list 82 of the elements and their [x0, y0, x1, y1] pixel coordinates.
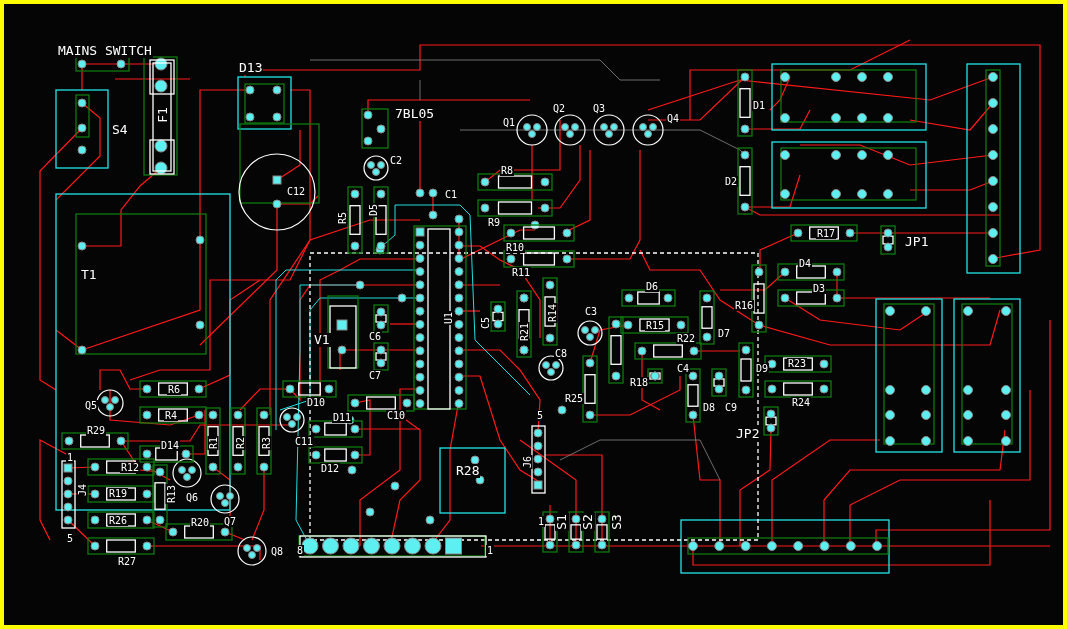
component-label: C9 [724, 402, 739, 413]
component-label: Q1 [502, 117, 517, 128]
component-label: JP2 [735, 427, 761, 441]
component-label: D7 [717, 328, 732, 339]
pin-number: 1 [537, 516, 546, 527]
component-label: D2 [724, 176, 739, 187]
component-label: JP1 [904, 235, 930, 249]
component-label: Q7 [223, 516, 238, 527]
component-label: R25 [564, 393, 585, 404]
component-label: R2 [234, 436, 246, 450]
component-label: S2 [581, 513, 595, 531]
component-label: R19 [108, 488, 129, 499]
board-label: MAINS SWITCH [57, 44, 153, 58]
component-label: D5 [367, 203, 379, 217]
component-label: R17 [816, 228, 837, 239]
component-label: R27 [117, 556, 138, 567]
component-label: D4 [798, 258, 813, 269]
component-label: Q3 [592, 103, 607, 114]
component-label: D6 [645, 281, 660, 292]
component-label: R15 [645, 320, 666, 331]
component-label: C11 [294, 436, 315, 447]
component-label: R1 [207, 436, 219, 450]
component-label: J4 [76, 483, 88, 497]
component-label: R4 [164, 410, 179, 421]
component-label: D1 [752, 100, 767, 111]
component-label: R5 [336, 211, 348, 225]
component-label: D11 [332, 412, 353, 423]
component-label: R14 [546, 302, 558, 324]
component-label: S1 [555, 513, 569, 531]
component-label: F1 [156, 106, 170, 124]
pin-number: 8 [296, 545, 305, 556]
component-label: Q4 [666, 113, 681, 124]
component-label: Q8 [270, 546, 285, 557]
component-label: R12 [120, 462, 141, 473]
component-label: C6 [368, 331, 383, 342]
component-label: S4 [111, 123, 129, 137]
component-label: C5 [479, 316, 491, 330]
component-label: C12 [286, 186, 307, 197]
component-label: D8 [702, 402, 717, 413]
component-label: R10 [505, 242, 526, 253]
component-label: R21 [518, 321, 530, 343]
component-label: Q5 [84, 400, 99, 411]
pin-number: 1 [486, 545, 495, 556]
component-label: U1 [442, 311, 454, 325]
component-label: Q2 [552, 103, 567, 114]
component-label: R6 [167, 384, 182, 395]
component-label: C3 [584, 306, 599, 317]
component-label: C4 [676, 363, 691, 374]
component-label: C7 [368, 370, 383, 381]
component-label: R22 [676, 333, 697, 344]
component-label: R23 [787, 358, 808, 369]
component-label: R16 [734, 300, 755, 311]
component-label: R3 [260, 436, 272, 450]
component-label: R24 [791, 397, 812, 408]
component-label: 7BL05 [394, 107, 436, 121]
component-label: R26 [108, 515, 129, 526]
component-label: R29 [86, 425, 107, 436]
component-label: D10 [306, 397, 327, 408]
component-label: Q6 [185, 492, 200, 503]
pin-number: 1 [66, 452, 75, 463]
component-label: R13 [165, 483, 177, 505]
component-label: R28 [455, 464, 481, 478]
component-label: J6 [521, 455, 533, 469]
pin-number: 5 [66, 533, 75, 544]
component-label: C2 [389, 155, 404, 166]
component-label: D12 [320, 463, 341, 474]
component-label: T1 [80, 268, 98, 282]
component-label: R18 [629, 377, 650, 388]
component-label: C1 [444, 189, 459, 200]
component-label: R11 [511, 267, 532, 278]
component-label: D13 [238, 61, 264, 75]
component-label: V1 [313, 333, 331, 347]
component-label: R20 [190, 517, 211, 528]
pin-number: 5 [536, 410, 545, 421]
component-label: R8 [500, 165, 515, 176]
component-label: R9 [487, 217, 502, 228]
component-label: D9 [755, 363, 770, 374]
component-label: D3 [812, 283, 827, 294]
component-label: C10 [386, 410, 407, 421]
component-label: S3 [610, 513, 624, 531]
component-label: C8 [554, 348, 569, 359]
component-label: D14 [160, 440, 181, 451]
